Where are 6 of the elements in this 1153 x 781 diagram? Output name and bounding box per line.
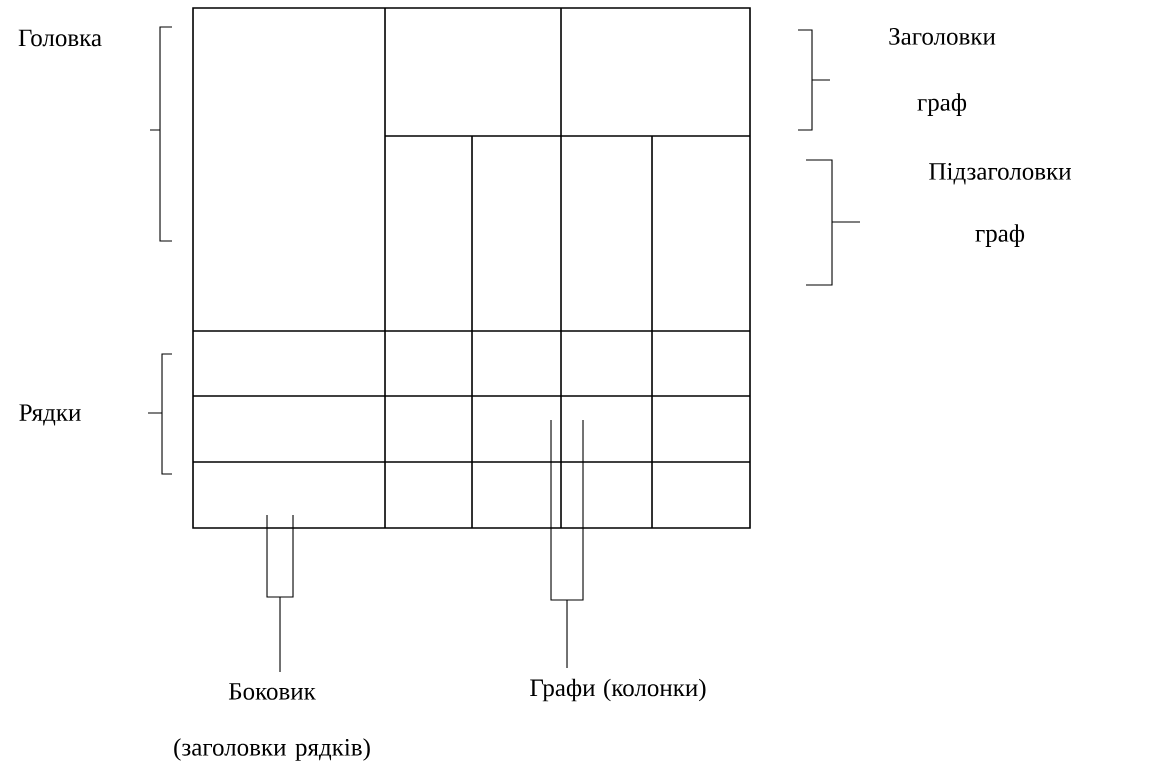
label-text: Графи (колонки) [530,678,706,702]
label-text: Головка [18,29,102,47]
label-text: Боковик (заголовки рядків) [174,683,370,761]
label-text: Підзаголовки граф [929,163,1071,247]
label-text: Заголовки граф [889,28,996,116]
label-text: Рядки [19,404,81,426]
